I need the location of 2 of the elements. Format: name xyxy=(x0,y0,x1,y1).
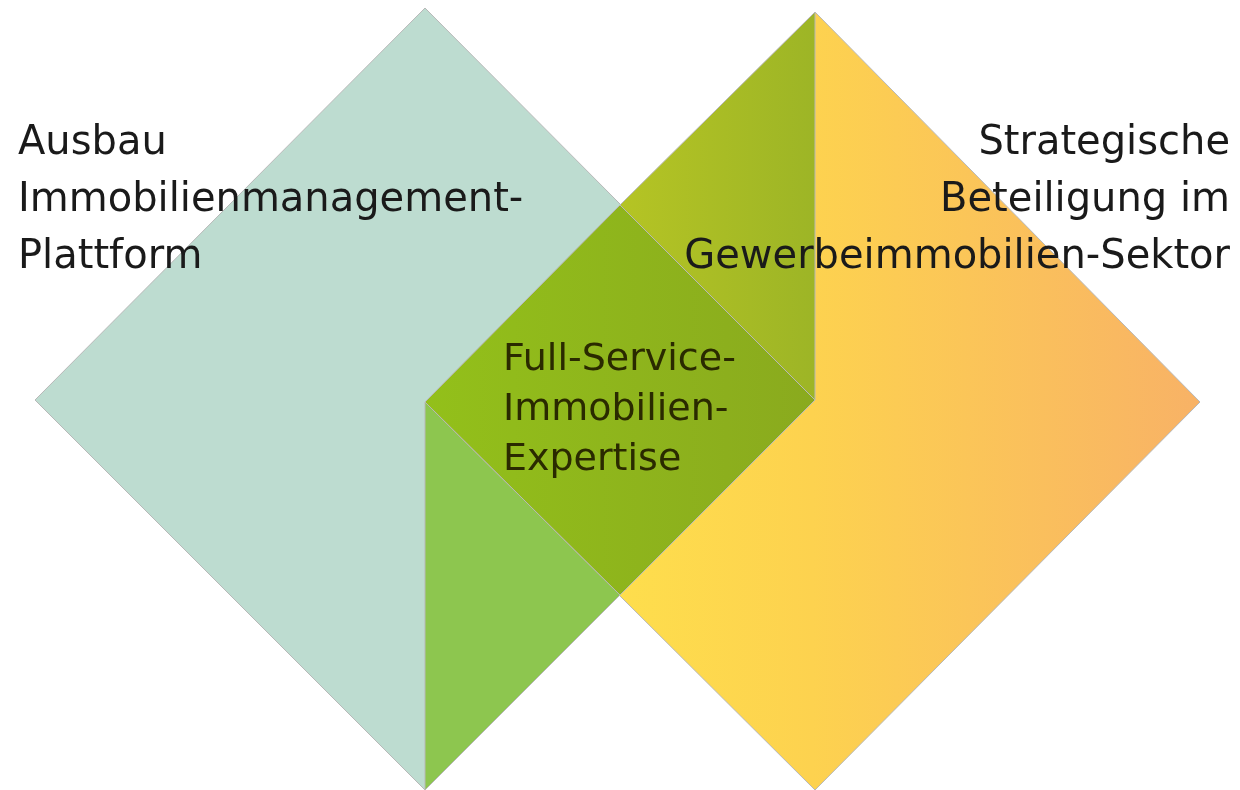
shape-label: Full-Service-Immobilien-Expertise xyxy=(503,334,737,481)
shape-label: Ausbau Immobilienmanagement-Plattform xyxy=(18,116,525,279)
